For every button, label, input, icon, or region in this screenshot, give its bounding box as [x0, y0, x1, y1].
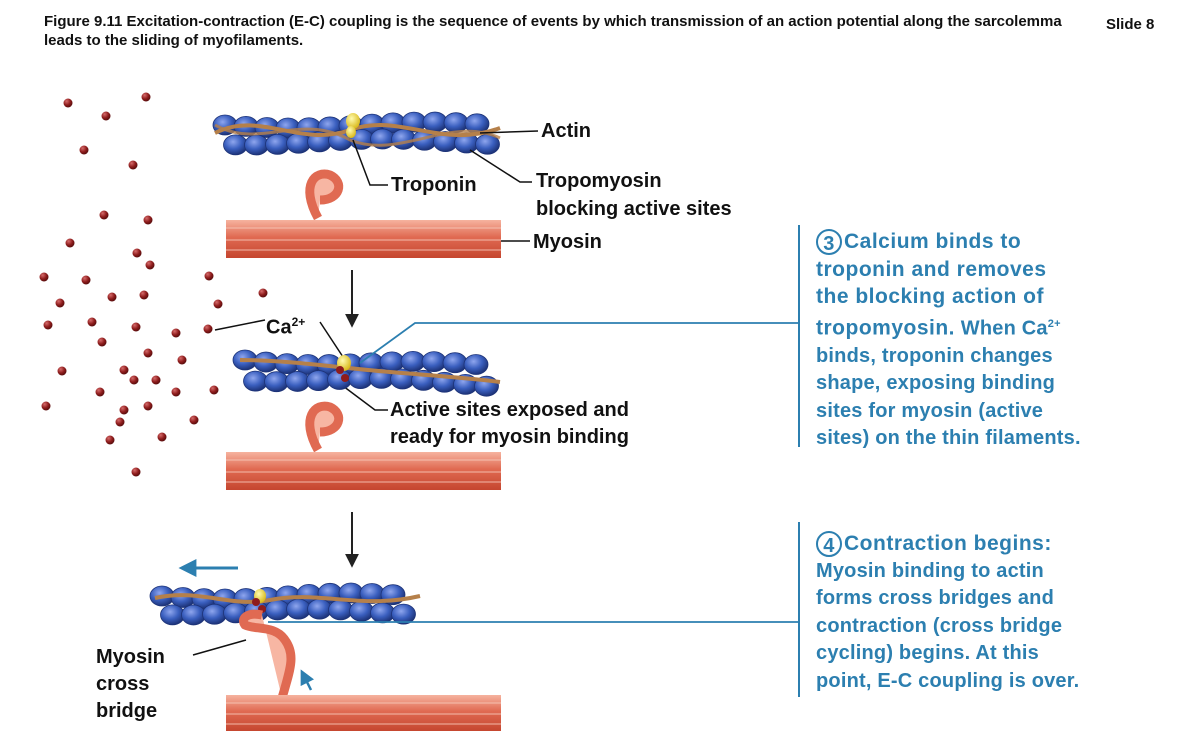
step4-number: 4 [816, 531, 842, 557]
actin-bead [306, 370, 331, 391]
actin-bead [265, 599, 290, 621]
myosin-label: Myosin [533, 231, 602, 253]
calcium-ion [141, 92, 151, 102]
figure-caption: Figure 9.11 Excitation-contraction (E-C)… [44, 13, 1062, 49]
calcium-ion [81, 275, 91, 285]
thin-filament-2 [232, 349, 501, 397]
calcium-ion [177, 355, 187, 365]
calcium-ion [95, 387, 105, 397]
actin-bead [160, 604, 185, 626]
actin-bead [223, 134, 248, 156]
calcium-ion [115, 417, 125, 427]
calcium-ion [119, 405, 129, 415]
calcium-ion [171, 387, 181, 397]
calcium-ion [128, 160, 138, 170]
actin-bead [463, 354, 489, 375]
calcium-label: Ca2+ [266, 315, 306, 339]
calcium-ion [213, 299, 223, 309]
calcium-ion [171, 328, 181, 338]
calcium-ion [209, 385, 219, 395]
troponin-icon [346, 113, 360, 138]
actin-bead [264, 371, 289, 393]
actin-bead [443, 112, 469, 134]
calcium-ion [99, 210, 109, 220]
actin-bead [181, 604, 206, 626]
calcium-ion [157, 432, 167, 442]
actin-bead [265, 133, 290, 155]
actin-bead [349, 600, 374, 622]
cross-bridge [239, 609, 296, 700]
thick-filament-3 [226, 695, 501, 731]
calcium-ion [132, 248, 142, 258]
calcium-ion [57, 366, 67, 376]
calcium-ion [101, 111, 111, 121]
calcium-ion [43, 320, 53, 330]
cross-bridge-label-2: cross [96, 673, 150, 695]
thick-filament-2 [226, 452, 501, 490]
tropomyosin-label-2: blocking active sites [536, 198, 732, 220]
thin-filament-3 [149, 582, 421, 626]
step3-number: 3 [816, 229, 842, 255]
actin-bead [370, 602, 395, 624]
slide-number: Slide 8 [1106, 16, 1155, 33]
myosin-head-1 [305, 169, 344, 221]
actin-bead [422, 111, 448, 133]
step3-bar [798, 225, 800, 447]
actin-bead [421, 351, 447, 373]
actin-bead [442, 352, 468, 374]
troponin-label: Troponin [391, 174, 477, 196]
step4-bar [798, 522, 800, 697]
cross-bridge-label: Myosin [96, 646, 165, 668]
calcium-ion [129, 375, 139, 385]
actin-bead [285, 371, 310, 392]
calcium-ion [107, 292, 117, 302]
active-sites-label-2: ready for myosin binding [390, 426, 629, 448]
cross-bridge-label-3: bridge [96, 700, 158, 722]
calcium-ion [204, 271, 214, 281]
calcium-ion [143, 348, 153, 358]
calcium-ion [63, 98, 73, 108]
calcium-ion [145, 260, 155, 270]
calcium-ion [41, 401, 51, 411]
calcium-ion [131, 467, 141, 477]
actin-bead [202, 603, 227, 625]
calcium-ion [65, 238, 75, 248]
calcium-ions [39, 92, 268, 477]
active-sites-label: Active sites exposed and [390, 399, 629, 421]
calcium-ion [55, 298, 65, 308]
thick-filament-1 [226, 220, 501, 258]
calcium-ion [87, 317, 97, 327]
calcium-ion [105, 435, 115, 445]
calcium-ion [258, 288, 268, 298]
actin-bead [307, 598, 332, 620]
actin-bead [328, 599, 353, 621]
thin-filament-1 [212, 111, 501, 156]
tropomyosin-label: Tropomyosin [536, 170, 662, 192]
actin-bead [400, 350, 426, 372]
actin-label: Actin [541, 120, 591, 142]
power-stroke-arrow [300, 669, 315, 691]
calcium-ion [139, 290, 149, 300]
calcium-ion [189, 415, 199, 425]
calcium-ion [119, 365, 129, 375]
myosin-head-2 [305, 401, 344, 453]
actin-bead [391, 603, 416, 625]
actin-bead [286, 598, 311, 620]
calcium-ion [97, 337, 107, 347]
actin-bead [243, 370, 268, 392]
actin-bead [170, 587, 196, 608]
calcium-ion [143, 215, 153, 225]
calcium-ion [131, 322, 141, 332]
calcium-ion [143, 401, 153, 411]
actin-bead [286, 132, 311, 154]
calcium-ion [39, 272, 49, 282]
calcium-ion [203, 324, 213, 334]
calcium-ion [79, 145, 89, 155]
calcium-ion [151, 375, 161, 385]
actin-bead [391, 128, 416, 150]
actin-bead [244, 134, 269, 156]
